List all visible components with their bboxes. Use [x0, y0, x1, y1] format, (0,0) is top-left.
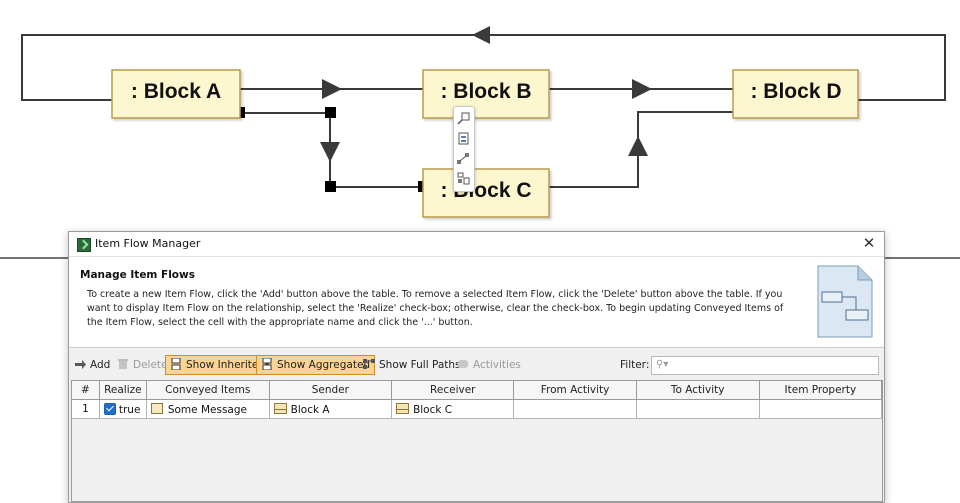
show-full-paths-label: Show Full Paths	[379, 359, 461, 371]
filter-label: Filter:	[620, 359, 650, 371]
column-header-conveyed-items[interactable]: Conveyed Items	[146, 381, 270, 400]
header-title: Manage Item Flows	[80, 269, 195, 281]
realize-cell[interactable]: true	[99, 399, 147, 419]
selection-handle[interactable]	[325, 181, 336, 192]
column-header-number[interactable]: #	[72, 381, 100, 400]
block-d[interactable]: : Block D	[732, 69, 859, 119]
block-d-label: : Block D	[750, 80, 841, 103]
selection-handle[interactable]	[325, 107, 336, 118]
dialog-title: Item Flow Manager	[95, 237, 201, 250]
aggregated-icon	[262, 358, 272, 370]
header-description: To create a new Item Flow, click the 'Ad…	[87, 289, 784, 328]
block-a-label: : Block A	[131, 80, 221, 103]
dialog-toolbar: Add Delete Show Inherited Show Aggregate…	[69, 354, 884, 378]
properties-icon[interactable]	[457, 132, 470, 145]
item-property-cell[interactable]	[759, 399, 883, 419]
show-full-paths-button[interactable]: Show Full Paths	[363, 355, 461, 375]
zoom-icon[interactable]	[457, 112, 470, 125]
flow-arrow-left	[472, 26, 490, 44]
show-aggregated-label: Show Aggregated	[277, 359, 371, 371]
row-number: 1	[72, 399, 100, 419]
block-icon	[273, 402, 287, 414]
flow-arrow-up	[628, 136, 648, 156]
block-icon	[396, 402, 410, 414]
trash-icon	[118, 359, 128, 369]
item-flow-manager-dialog: Item Flow Manager ✕ Manage Item Flows To…	[68, 231, 885, 503]
paths-icon	[363, 359, 375, 369]
filter-input[interactable]: ⚲▾	[651, 356, 879, 375]
delete-button[interactable]: Delete	[117, 355, 168, 375]
activities-icon	[458, 360, 468, 368]
item-flow-table-container: # Realize Conveyed Items Sender Receiver…	[71, 380, 883, 502]
signal-icon	[150, 402, 163, 414]
search-icon: ⚲▾	[656, 359, 669, 370]
show-aggregated-toggle[interactable]: Show Aggregated	[256, 355, 376, 375]
close-button[interactable]: ✕	[862, 234, 876, 252]
add-icon	[75, 360, 86, 369]
flow-arrow-right	[322, 79, 342, 99]
dialog-titlebar[interactable]: Item Flow Manager ✕	[69, 232, 884, 257]
to-activity-cell[interactable]	[636, 399, 760, 419]
layout-icon[interactable]	[457, 172, 470, 185]
show-inherited-toggle[interactable]: Show Inherited	[165, 355, 271, 375]
block-b[interactable]: : Block B	[422, 69, 550, 119]
column-header-item-property[interactable]: Item Property	[759, 381, 883, 400]
table-header-row: # Realize Conveyed Items Sender Receiver…	[72, 381, 883, 400]
column-header-to-activity[interactable]: To Activity	[636, 381, 760, 400]
conveyed-items-cell[interactable]: Some Message	[146, 399, 270, 419]
sender-value: Block A	[290, 403, 330, 416]
inherited-icon	[171, 358, 181, 370]
add-button[interactable]: Add	[74, 355, 110, 375]
from-activity-cell[interactable]	[513, 399, 637, 419]
conveyed-items-value: Some Message	[167, 403, 247, 416]
item-flow-table: # Realize Conveyed Items Sender Receiver…	[72, 381, 883, 419]
block-b-label: : Block B	[440, 80, 531, 103]
realize-value: true	[118, 403, 141, 416]
block-a[interactable]: : Block A	[111, 69, 241, 119]
column-header-sender[interactable]: Sender	[269, 381, 393, 400]
smart-manipulator-toolbar	[453, 106, 475, 192]
column-header-realize[interactable]: Realize	[99, 381, 147, 400]
delete-label: Delete	[133, 359, 168, 371]
column-header-receiver[interactable]: Receiver	[391, 381, 515, 400]
item-flow-illustration-icon	[817, 265, 873, 338]
show-inherited-label: Show Inherited	[186, 359, 266, 371]
sender-cell[interactable]: Block A	[269, 399, 393, 419]
flow-arrow-right	[632, 79, 652, 99]
activities-button[interactable]: Activities	[457, 355, 521, 375]
receiver-value: Block C	[413, 403, 453, 416]
diagram-canvas[interactable]: : Block A : Block B : Block C : Block D	[0, 0, 960, 484]
block-c[interactable]: : Block C	[422, 168, 550, 218]
app-icon	[77, 238, 91, 252]
activities-label: Activities	[473, 359, 521, 371]
dialog-header: Manage Item Flows To create a new Item F…	[69, 257, 884, 348]
add-label: Add	[90, 359, 111, 371]
realize-checkbox[interactable]	[103, 402, 116, 415]
flow-arrow-down	[320, 142, 340, 162]
column-header-from-activity[interactable]: From Activity	[513, 381, 637, 400]
receiver-cell[interactable]: Block C	[391, 399, 515, 419]
table-row[interactable]: 1 true Some Message Block A Block C	[72, 399, 883, 419]
connect-icon[interactable]	[457, 152, 470, 165]
